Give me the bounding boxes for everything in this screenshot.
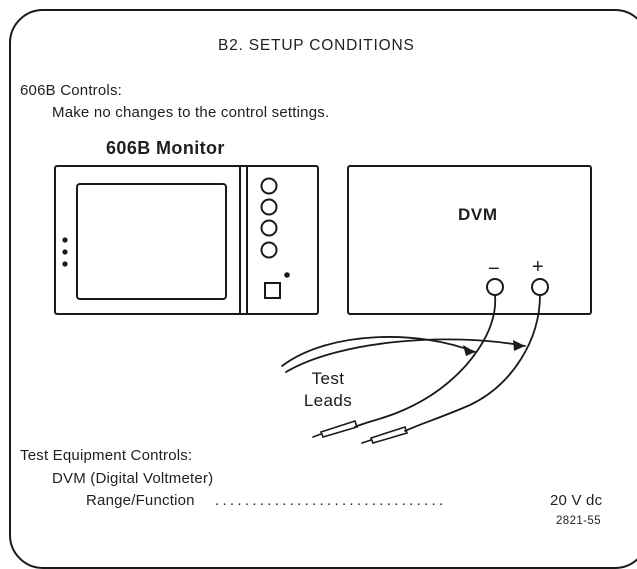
probe-left-tip (312, 433, 322, 438)
monitor-led (284, 272, 290, 278)
equipment-device: DVM (Digital Voltmeter) (52, 470, 214, 487)
arrow-line-upper (281, 336, 476, 367)
probe-right-tip (361, 439, 372, 444)
monitor-knob (260, 241, 278, 259)
monitor-power-switch (264, 282, 281, 299)
indicator-dot (62, 261, 68, 267)
dvm-case (347, 165, 592, 315)
monitor-knob (260, 219, 278, 237)
probe-tips (312, 419, 409, 444)
equipment-heading: Test Equipment Controls: (20, 447, 193, 464)
probe-left (319, 419, 359, 438)
dvm-minus-jack (486, 278, 504, 296)
arrowhead (463, 345, 475, 356)
test-leads-label-line1: Test (311, 369, 345, 388)
arrowhead (513, 340, 525, 351)
test-leads (281, 294, 541, 432)
equipment-leader-dots: ............................... (215, 492, 447, 509)
monitor-unit (54, 165, 319, 315)
monitor-case (54, 165, 319, 315)
dvm-plus-jack (531, 278, 549, 296)
monitor-indicators (62, 237, 290, 278)
monitor-knob (260, 177, 278, 195)
monitor-knob (260, 198, 278, 216)
equipment-setting-name: Range/Function (86, 492, 195, 509)
dvm-label: DVM (458, 205, 498, 224)
test-leads-label: Test Leads (300, 368, 356, 412)
dvm-plus-symbol: + (532, 256, 544, 278)
arrowheads (463, 340, 525, 356)
test-leads-label-line2: Leads (303, 391, 353, 410)
indicator-dot (62, 249, 68, 255)
arrow-line-lower (285, 338, 526, 373)
page-title: B2. SETUP CONDITIONS (218, 37, 415, 54)
lead-wire-right (404, 294, 541, 432)
figure-id: 2821-55 (556, 515, 602, 527)
indicator-dot (62, 237, 68, 243)
dvm-minus-symbol: − (488, 258, 500, 280)
controls-heading: 606B Controls: (20, 82, 123, 99)
controls-instruction: Make no changes to the control settings. (52, 104, 330, 121)
lead-wire-left (354, 294, 497, 428)
monitor-label: 606B Monitor (106, 138, 225, 158)
dvm-unit (347, 165, 592, 315)
monitor-screen (76, 183, 227, 300)
setup-diagram (54, 165, 592, 444)
equipment-setting-value: 20 V dc (550, 492, 603, 509)
probe-right (369, 425, 409, 444)
